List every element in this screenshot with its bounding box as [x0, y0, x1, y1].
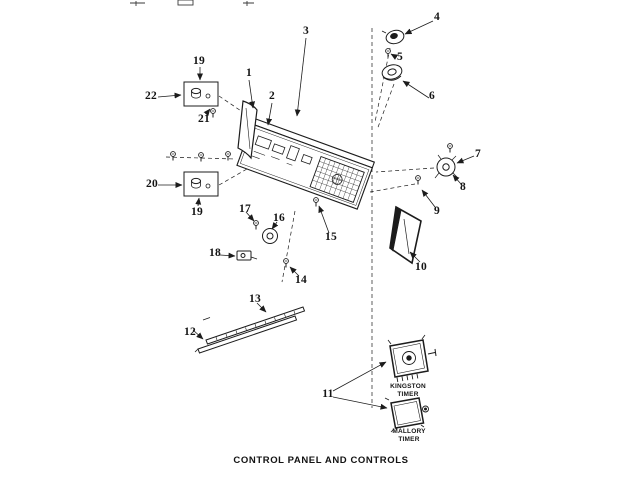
mount-bracket [434, 154, 458, 179]
leader-6 [402, 80, 430, 99]
knob-mount-screw-icon [283, 258, 289, 268]
trim-strips [194, 306, 306, 354]
leader-13 [256, 302, 267, 313]
leader-3 [294, 37, 307, 117]
kingston-timer-label: KINGSTON TIMER [390, 383, 426, 400]
part-label-9: 9 [433, 205, 441, 217]
leader-18 [219, 252, 236, 259]
end-cap-left [237, 100, 258, 160]
detail-box-top [183, 81, 219, 107]
leader-19b [195, 197, 202, 207]
part-label-8: 8 [459, 181, 467, 193]
part-label-11: 11 [322, 388, 334, 400]
leader-12 [192, 329, 204, 340]
leader-5 [390, 53, 399, 60]
panel-graphic-area [309, 155, 365, 203]
control-panel [236, 117, 376, 210]
part-label-3: 3 [302, 25, 310, 37]
box-screw-icon [210, 108, 216, 118]
knob-setscrew-icon [253, 220, 259, 230]
kingston-timer [387, 334, 437, 383]
leader-4 [404, 20, 434, 35]
mallory-timer-label-line1: MALLORY [392, 428, 426, 435]
kingston-timer-label-line1: KINGSTON [390, 383, 426, 390]
part-label-13: 13 [248, 293, 262, 305]
leader-22 [157, 92, 182, 99]
kingston-timer-label-line2: TIMER [397, 391, 419, 399]
leader-2 [266, 102, 273, 126]
part-label-17: 17 [238, 203, 252, 215]
figure-caption: CONTROL PANEL AND CONTROLS [233, 455, 409, 466]
knob-small [381, 29, 405, 45]
part-label-1: 1 [245, 67, 253, 79]
leader-lines [157, 20, 475, 410]
leader-9 [421, 189, 436, 208]
leader-11a [332, 361, 387, 392]
knob-large [381, 64, 403, 81]
part-label-19-bottom: 19 [190, 206, 204, 218]
leader-11b [332, 396, 388, 410]
mallory-timer [384, 397, 429, 433]
trim-screw-icon [313, 197, 319, 207]
part-label-2: 2 [268, 90, 276, 102]
detail-box-bottom [183, 171, 219, 197]
part-label-12: 12 [183, 326, 197, 338]
bracket-screw-icon [447, 143, 453, 153]
leader-14 [289, 266, 300, 277]
part-label-21: 21 [197, 113, 211, 125]
part-label-22: 22 [144, 90, 158, 102]
part-label-20: 20 [145, 178, 159, 190]
part-label-4: 4 [433, 11, 441, 23]
setscrew-icon [385, 48, 391, 58]
mallory-timer-label-line2: TIMER [398, 436, 420, 444]
part-label-14: 14 [294, 274, 308, 286]
leader-10 [409, 251, 421, 263]
part-label-15: 15 [324, 231, 338, 243]
page-top-fragments [130, 0, 254, 6]
part-label-6: 6 [428, 90, 436, 102]
leader-16 [271, 221, 279, 230]
mallory-timer-label: MALLORY TIMER [392, 428, 425, 445]
end-cap-right [389, 205, 422, 265]
part-label-18: 18 [208, 247, 222, 259]
leader-7 [456, 155, 475, 164]
leader-15 [318, 205, 330, 234]
knob-assembly [236, 228, 278, 261]
part-label-10: 10 [414, 261, 428, 273]
panel-bolt-icon [170, 151, 176, 161]
part-label-16: 16 [272, 212, 286, 224]
leader-1 [248, 79, 256, 109]
leader-17 [245, 211, 255, 222]
panel-bolt-icon [198, 152, 204, 162]
part-label-7: 7 [474, 148, 482, 160]
part-label-19-top: 19 [192, 55, 206, 67]
panel-screw-icon [415, 175, 421, 185]
part-label-5: 5 [396, 51, 404, 63]
leader-21 [203, 108, 211, 116]
leader-8 [452, 174, 462, 185]
